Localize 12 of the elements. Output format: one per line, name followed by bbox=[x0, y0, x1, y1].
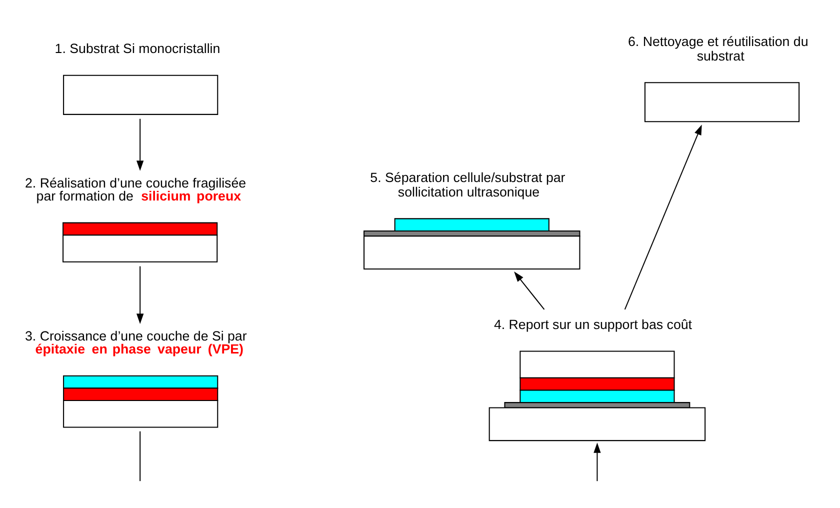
arrow bbox=[624, 124, 702, 310]
node-label: 6. Nettoyage et réutilisation du substrat bbox=[628, 34, 808, 63]
arrow bbox=[594, 442, 601, 481]
node-label: 3. Croissance d’une couche de Si par épitaxie en phase vapeur (VPE) bbox=[25, 328, 247, 356]
arrow bbox=[514, 271, 545, 310]
arrow bbox=[136, 266, 144, 324]
node-label: 2. Réalisation d’une couche fragilisée par formation de silicium poreux bbox=[25, 174, 246, 204]
connector bbox=[140, 430, 141, 481]
node-label: 5. Séparation cellule/substrat par sollicitation ultrasonique bbox=[370, 170, 566, 199]
node-label: 4. Report sur un support bas coût bbox=[494, 316, 692, 332]
arrow bbox=[136, 118, 144, 170]
node-label: 1. Substrat Si monocristallin bbox=[54, 40, 220, 56]
